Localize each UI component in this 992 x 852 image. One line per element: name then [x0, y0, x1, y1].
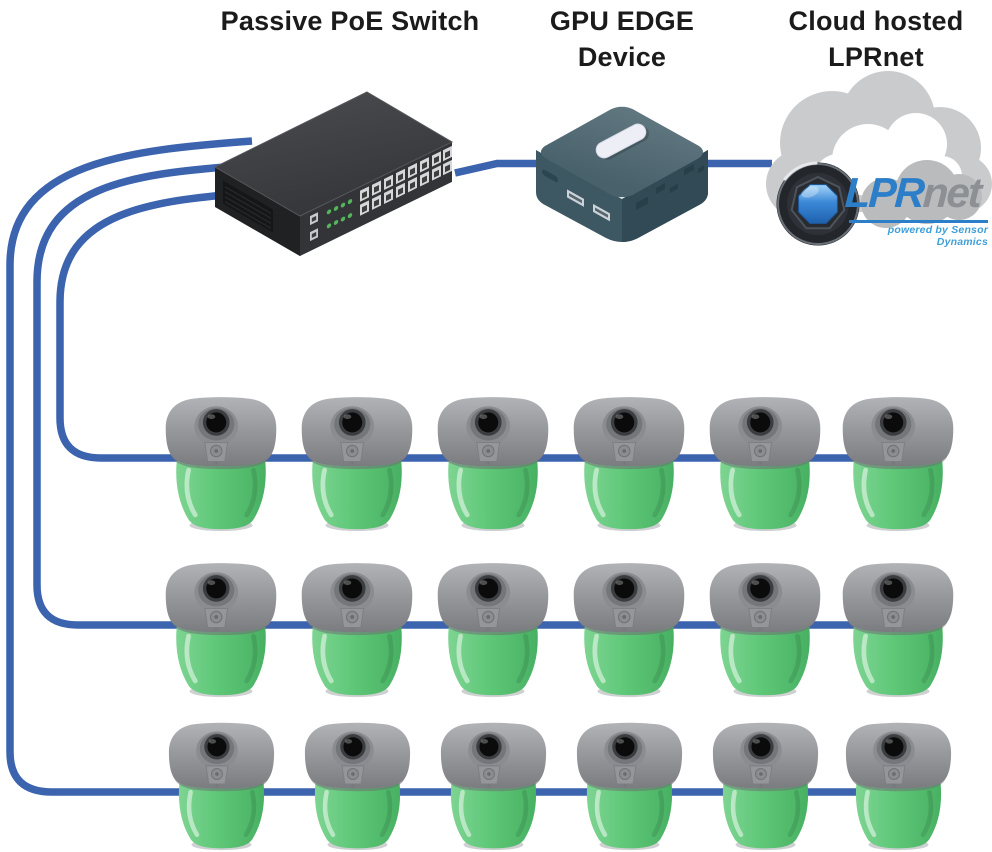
camera-aperture-icon: [776, 161, 860, 246]
gpu-title-label: GPU EDGE Device: [522, 3, 722, 75]
camera-r1-c5: [710, 397, 821, 531]
camera-r3-c5: [713, 723, 818, 850]
switch-left-face: [215, 167, 300, 257]
camera-row-1: [166, 397, 954, 531]
camera-r1-c4: [574, 397, 685, 531]
switch-top-face: [213, 91, 454, 217]
camera-r1-c1: [166, 397, 277, 531]
camera-r2-c3: [438, 563, 549, 697]
gpu-title-line1: GPU EDGE: [549, 6, 695, 36]
gpu-power-indicator: [595, 123, 649, 160]
cable-switch-to-camera-row-3: [6, 137, 898, 796]
cloud-title-label: Cloud hosted LPRnet: [756, 3, 992, 75]
camera-r3-c4: [577, 723, 682, 850]
cable-switch-to-gpu: [454, 159, 538, 177]
camera-r1-c6: [843, 397, 954, 531]
camera-row-2: [166, 563, 954, 697]
camera-r3-c3: [441, 723, 546, 850]
cloud-title-line1: Cloud hosted: [788, 6, 964, 36]
camera-r2-c1: [166, 563, 277, 697]
lprnet-logo-lpr: LPR: [843, 169, 925, 216]
gpu-usb-ports: [542, 169, 610, 222]
camera-r1-c2: [302, 397, 413, 531]
poe-switch-illustration: [213, 91, 454, 257]
camera-r2-c5: [710, 563, 821, 697]
cloud-illustration: [766, 71, 992, 246]
camera-r2-c6: [843, 563, 954, 697]
camera-r3-c2: [305, 723, 410, 850]
cloud-front-puffs: [861, 160, 982, 228]
gpu-top-face: [540, 106, 704, 198]
camera-r2-c2: [302, 563, 413, 697]
switch-status-leds: [326, 199, 353, 229]
camera-r3-c6: [846, 723, 951, 850]
gpu-edge-device-illustration: [536, 106, 708, 242]
cloud-title-line2: LPRnet: [828, 42, 924, 72]
cable-switch-to-camera-row-1: [56, 189, 898, 462]
switch-port-face: [300, 141, 452, 256]
lprnet-logo-underline: [849, 220, 988, 223]
lprnet-logo-wordmark: LPRnet: [843, 169, 992, 216]
switch-title-label: Passive PoE Switch: [190, 3, 510, 39]
switch-title-text: Passive PoE Switch: [220, 6, 480, 36]
gpu-title-line2: Device: [577, 42, 667, 72]
camera-row-3: [169, 723, 951, 850]
camera-r3-c1: [169, 723, 274, 850]
lprnet-logo-net: net: [921, 169, 982, 216]
camera-r2-c4: [574, 563, 685, 697]
cable-switch-to-camera-row-2: [33, 162, 898, 629]
lprnet-logo-tagline: powered by Sensor Dynamics: [887, 224, 988, 248]
camera-r1-c3: [438, 397, 549, 531]
gpu-rear-ports: [636, 163, 704, 211]
